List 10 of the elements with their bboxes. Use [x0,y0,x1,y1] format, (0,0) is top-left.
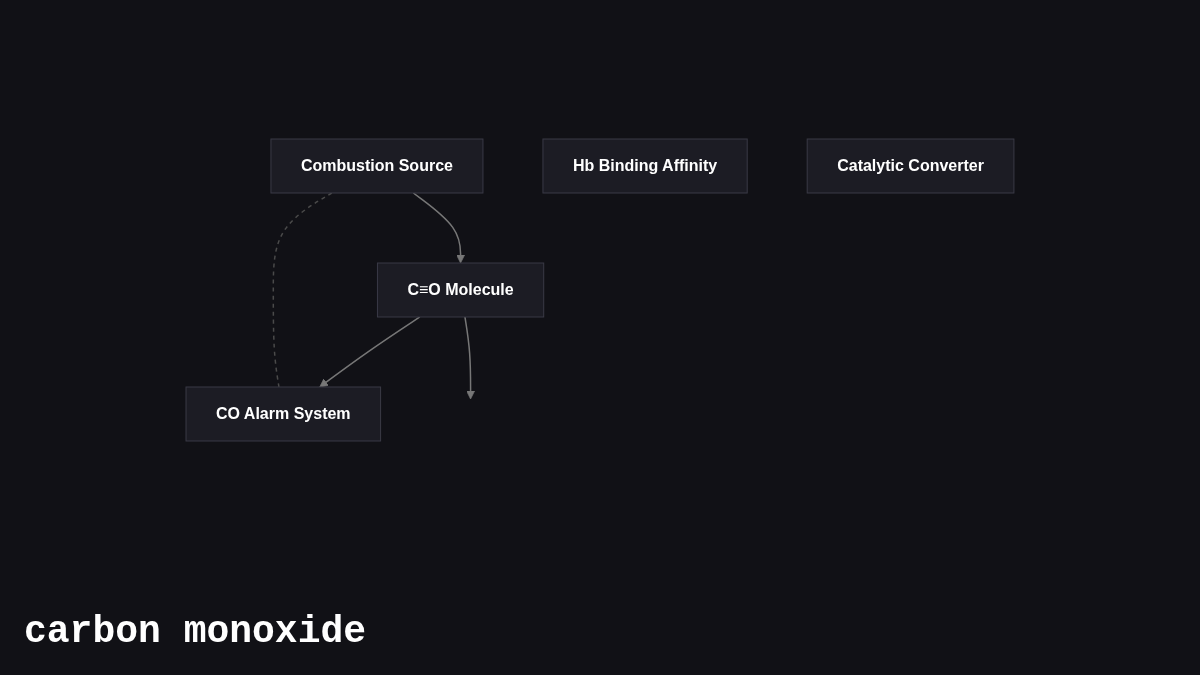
arrow [464,316,475,400]
node-box: Hb Binding Affinity [542,138,748,194]
node-box: Combustion Source [270,138,484,194]
node-box: C≡O Molecule [377,262,545,318]
node-box: Catalytic Converter [806,138,1015,194]
diagram-title: carbon monoxide [24,610,367,653]
node-box: CO Alarm System [185,386,382,442]
connector [272,192,333,388]
arrow [319,316,421,388]
arrow [412,192,465,264]
